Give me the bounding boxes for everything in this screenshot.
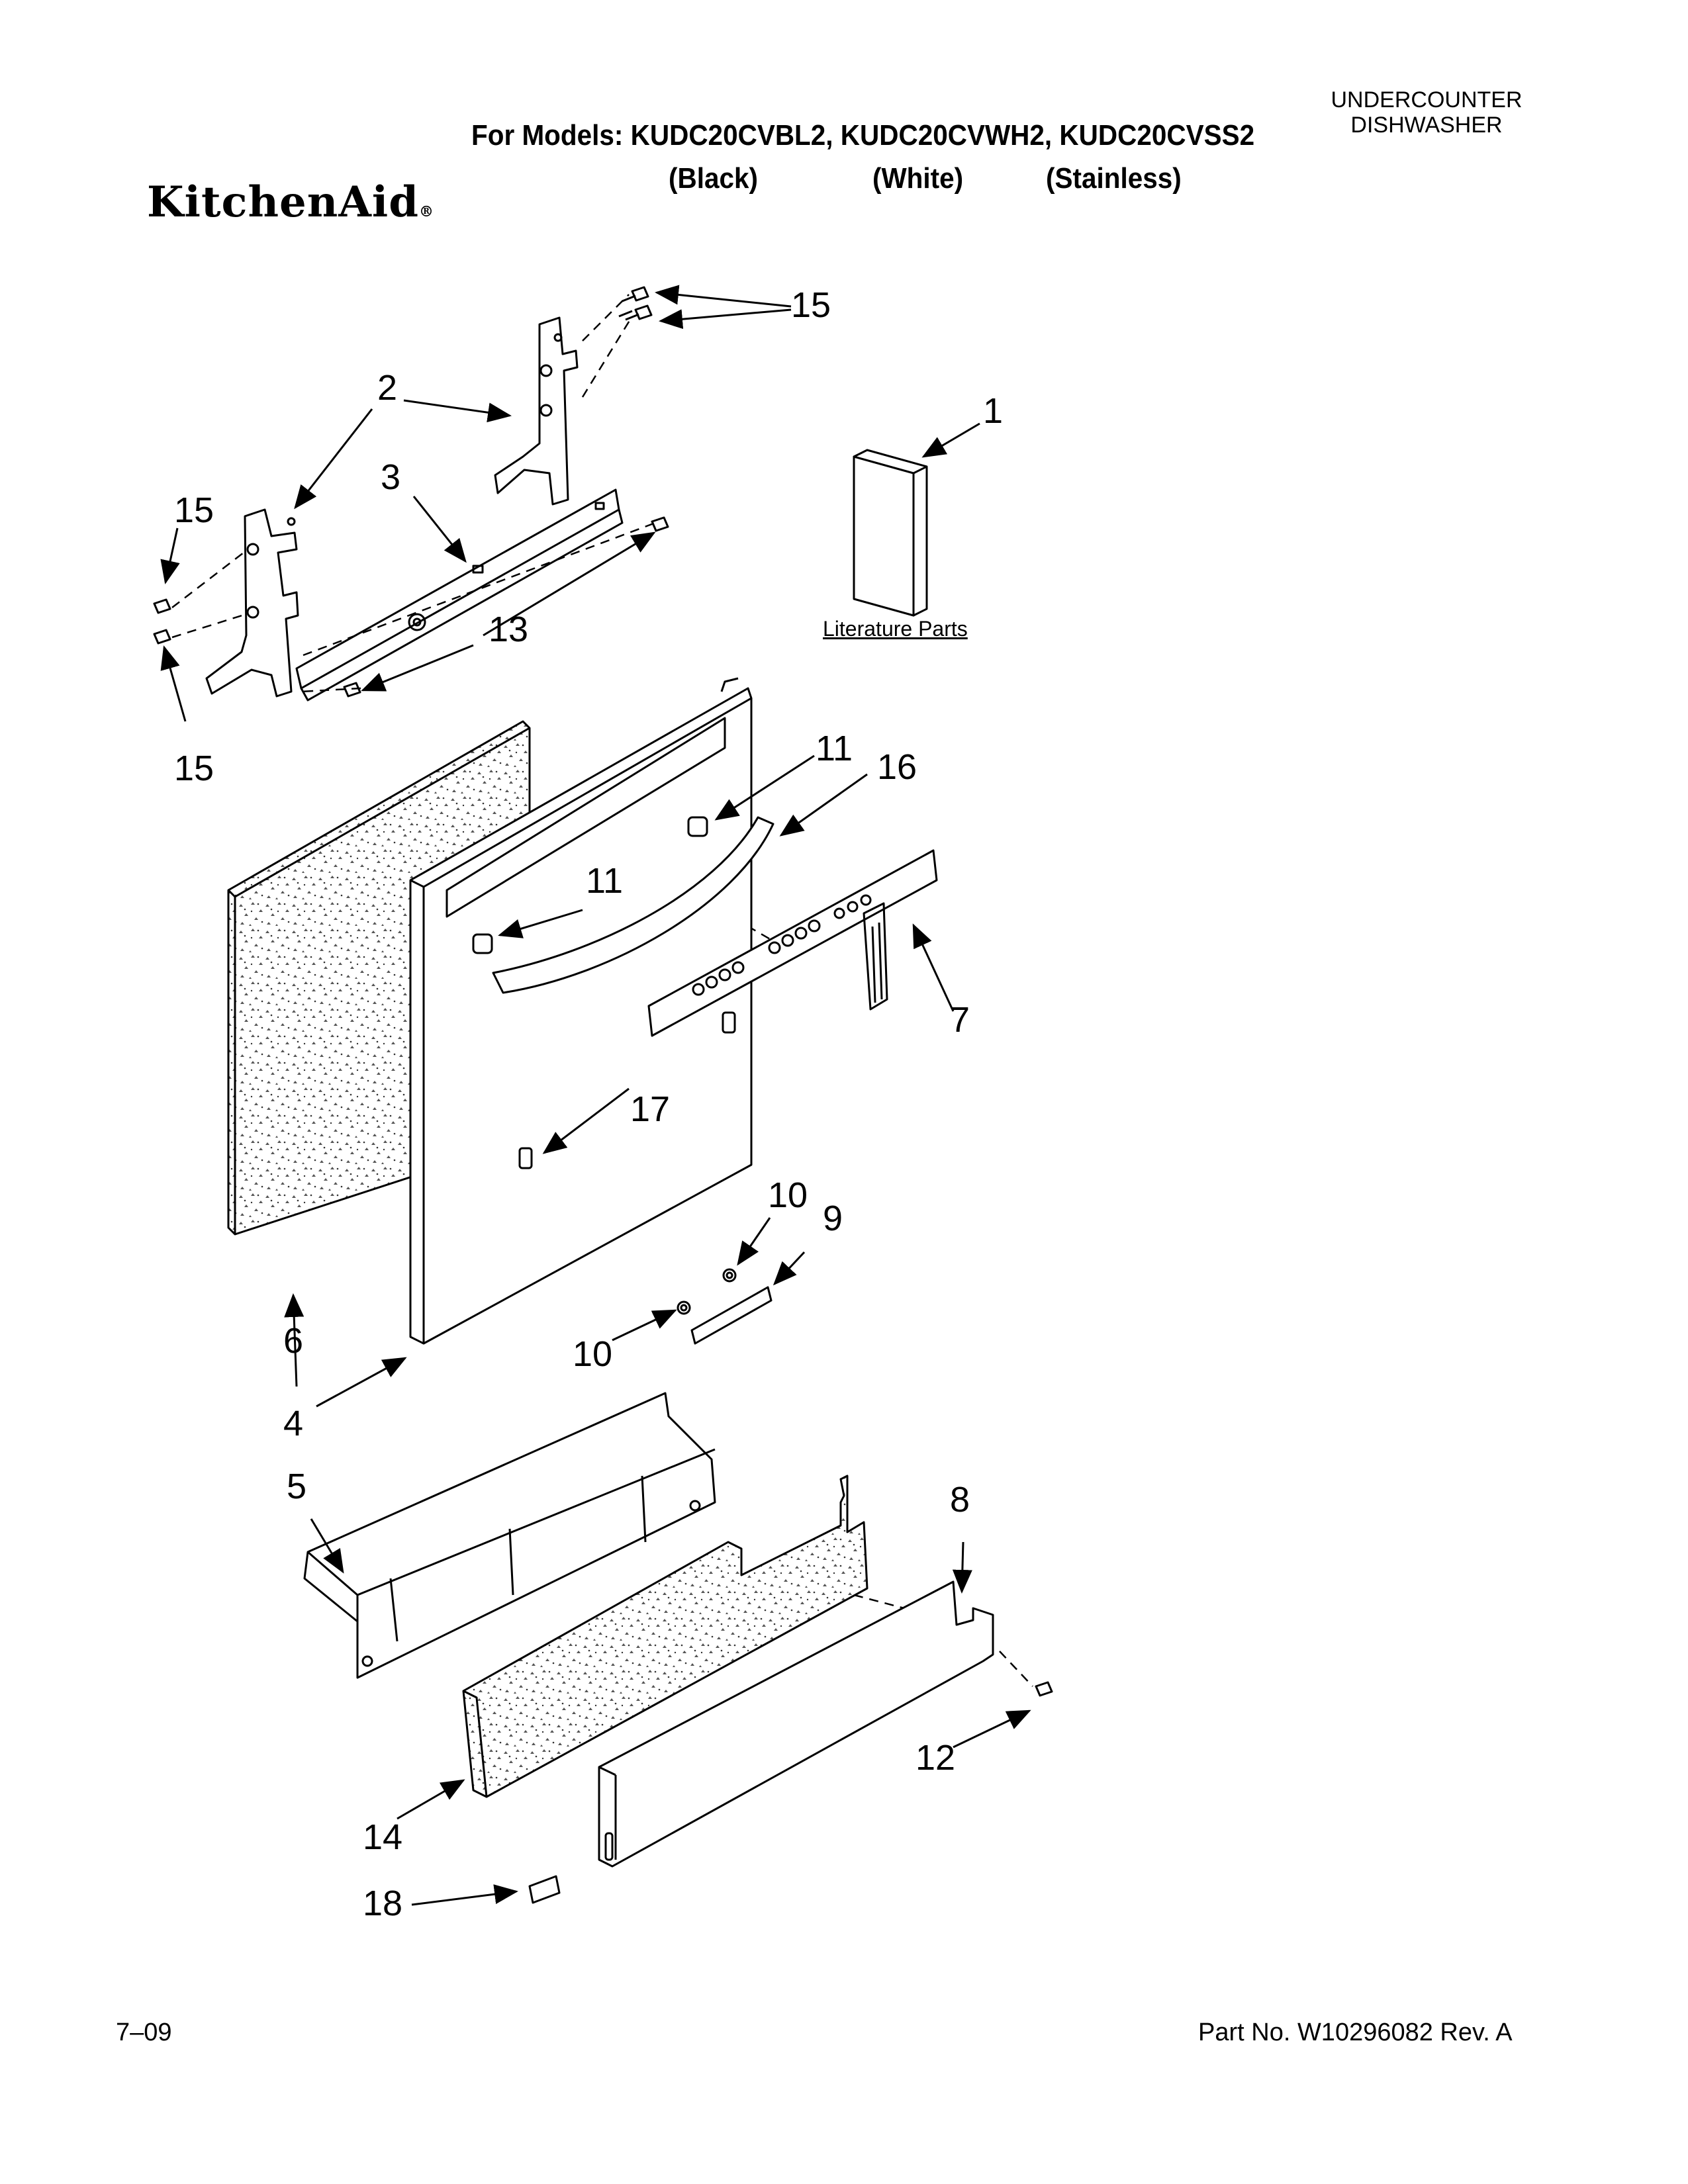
callout-8: 8: [950, 1480, 970, 1520]
nuts-and-badge: [677, 1268, 773, 1345]
models-line: For Models: KUDC20CVBL2, KUDC20CVWH2, KU…: [471, 119, 1255, 152]
brand-logo: KitchenAid®: [147, 177, 434, 227]
screws: [153, 286, 1053, 1697]
callout-7: 7: [950, 1000, 970, 1040]
callout-5: 5: [287, 1467, 307, 1506]
callout-10-lower: 10: [573, 1334, 613, 1374]
doc-type-line2: DISHWASHER: [1350, 113, 1503, 138]
mounting-bracket-left: [205, 508, 299, 698]
document-type: UNDERCOUNTER DISHWASHER: [1297, 87, 1556, 138]
footer-date: 7–09: [116, 2019, 172, 2046]
doc-type-line1: UNDERCOUNTER: [1331, 87, 1523, 113]
registered-mark: ®: [418, 203, 434, 220]
spacers: [518, 1011, 736, 1169]
control-panel: [647, 849, 938, 1037]
brand-name: KitchenAid: [147, 177, 419, 227]
callout-15-top: 15: [791, 285, 831, 325]
callout-6: 6: [283, 1321, 304, 1361]
callout-12: 12: [915, 1738, 956, 1778]
callout-15-bottom: 15: [174, 749, 214, 788]
clip: [528, 1875, 561, 1904]
variant-white: (White): [872, 162, 964, 195]
footer-part-number: Part No. W10296082 Rev. A: [1198, 2019, 1513, 2046]
door-handle: [492, 816, 774, 994]
variant-black: (Black): [669, 162, 758, 195]
literature-parts-booklet: [853, 449, 928, 617]
door-panel: [409, 677, 753, 1345]
callout-15-left: 15: [174, 490, 214, 530]
leader-arrows: [160, 285, 1031, 1906]
callout-16: 16: [877, 747, 917, 787]
door-brace: [295, 488, 624, 702]
callout-3: 3: [381, 457, 401, 497]
callout-4: 4: [283, 1404, 304, 1443]
literature-parts-label: Literature Parts: [823, 617, 968, 641]
handle-studs: [472, 816, 708, 954]
callout-11-upper: 11: [816, 729, 853, 768]
callout-17: 17: [630, 1089, 671, 1129]
toe-panel: [598, 1580, 994, 1868]
callout-10-upper: 10: [768, 1175, 808, 1215]
mounting-bracket-right: [494, 316, 579, 506]
callout-14: 14: [363, 1817, 403, 1857]
callout-11-lower: 11: [586, 861, 624, 901]
callout-9: 9: [823, 1199, 843, 1238]
callout-18: 18: [363, 1884, 403, 1923]
toe-panel-insulation: [462, 1475, 868, 1798]
callout-2: 2: [377, 368, 398, 408]
callout-13: 13: [489, 610, 529, 649]
callout-1: 1: [983, 391, 1004, 431]
variant-stainless: (Stainless): [1046, 162, 1182, 195]
